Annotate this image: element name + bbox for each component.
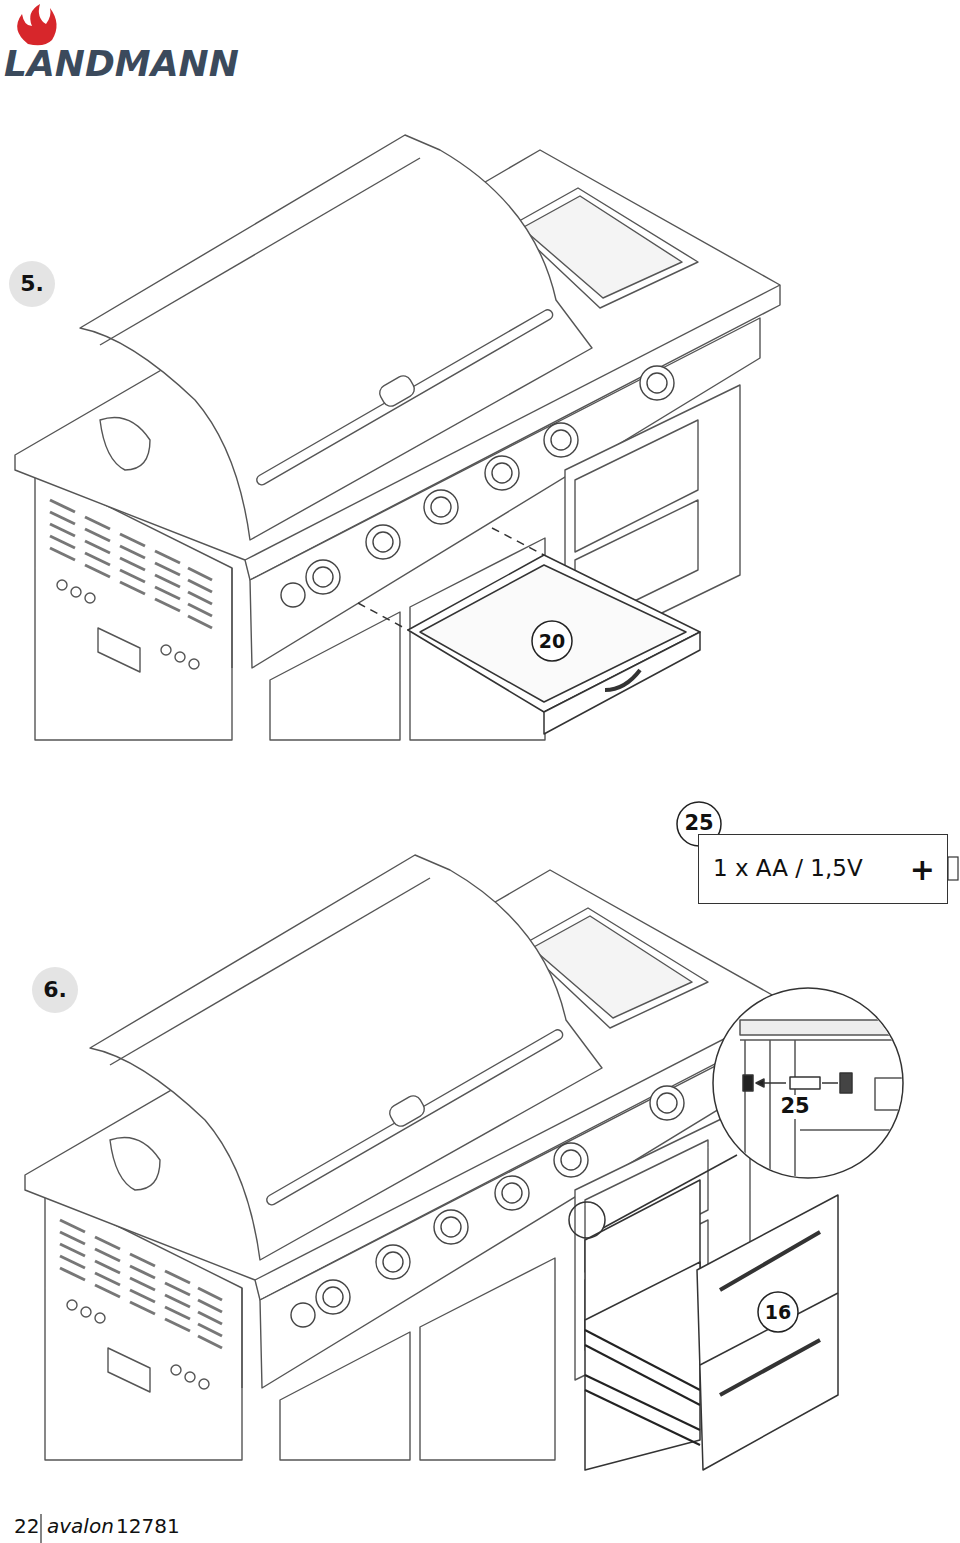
- callout-number: 20: [531, 620, 573, 662]
- circle-shape: [32, 967, 78, 1013]
- callout-number: 16: [757, 1291, 799, 1333]
- node-text: 6.: [43, 978, 67, 1002]
- callout-number: 25: [778, 1095, 811, 1118]
- brand-logo: LANDMANN: [4, 44, 239, 84]
- node-text: 16: [765, 1302, 791, 1323]
- model-number: 12781: [116, 1515, 180, 1537]
- product-name: avalon: [47, 1515, 114, 1537]
- circle-shape: [9, 261, 55, 307]
- polarity-sign: +: [910, 853, 935, 886]
- battery-spec-box: 1 x AA / 1,5V +: [698, 834, 948, 904]
- step-number: 6.: [31, 966, 79, 1014]
- node-text: 20: [539, 631, 565, 652]
- circle-shape: [758, 1292, 798, 1332]
- battery-spec: 1 x AA / 1,5V: [713, 856, 863, 881]
- page-number: 22: [14, 1515, 39, 1537]
- node-text: 25: [684, 812, 713, 835]
- node-text: 5.: [20, 272, 44, 296]
- circle-shape: [532, 621, 572, 661]
- step-number: 5.: [8, 260, 56, 308]
